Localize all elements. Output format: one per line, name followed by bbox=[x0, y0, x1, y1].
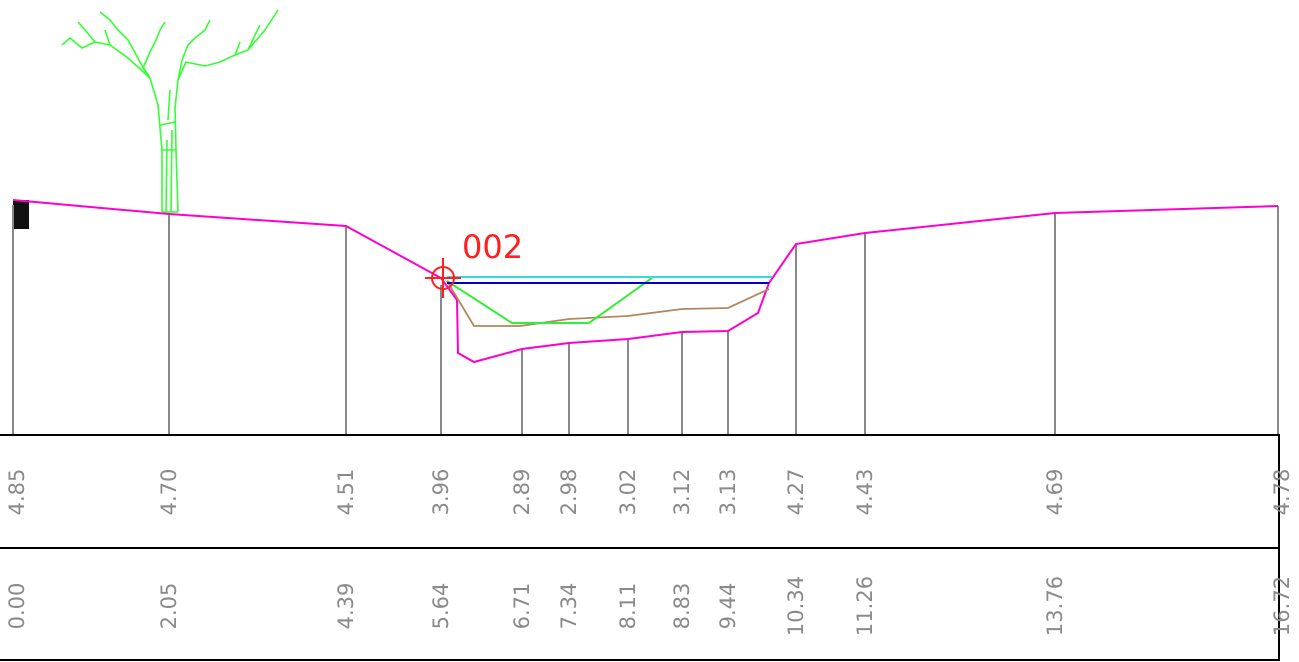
elevation-label: 4.78 bbox=[1270, 469, 1294, 516]
sediment-line bbox=[446, 280, 770, 327]
elevation-label: 4.85 bbox=[5, 469, 29, 516]
elevation-label: 3.13 bbox=[716, 469, 740, 516]
distance-label: 8.11 bbox=[616, 583, 640, 630]
marker-label: 002 bbox=[462, 228, 523, 266]
benchmark-block-icon bbox=[13, 200, 29, 229]
distance-label: 4.39 bbox=[334, 583, 358, 630]
distance-label: 2.05 bbox=[157, 583, 181, 630]
tree-icon bbox=[61, 9, 279, 213]
distance-label: 0.00 bbox=[5, 583, 29, 630]
elevation-row: 4.85 4.70 4.51 3.96 2.89 2.98 3.02 3.12 3.13 4.27… bbox=[5, 469, 1294, 516]
data-table bbox=[0, 434, 1280, 661]
distance-label: 13.76 bbox=[1043, 576, 1067, 636]
distance-label: 16.72 bbox=[1270, 576, 1294, 636]
elevation-label: 4.43 bbox=[853, 469, 877, 516]
ground-profile bbox=[12, 199, 1279, 364]
design-channel-line bbox=[446, 277, 653, 324]
elevation-label: 3.02 bbox=[616, 469, 640, 516]
elevation-label: 2.89 bbox=[510, 469, 534, 516]
distance-label: 6.71 bbox=[510, 583, 534, 630]
elevation-label: 4.27 bbox=[784, 469, 808, 516]
distance-label: 5.64 bbox=[429, 583, 453, 630]
elevation-label: 2.98 bbox=[557, 469, 581, 516]
distance-label: 8.83 bbox=[670, 583, 694, 630]
distance-label: 11.26 bbox=[853, 576, 877, 636]
distance-label: 7.34 bbox=[557, 583, 581, 630]
distance-row: 0.00 2.05 4.39 5.64 6.71 7.34 8.11 8.83 9.44 10.3… bbox=[5, 576, 1294, 636]
elevation-label: 3.12 bbox=[670, 469, 694, 516]
elevation-label: 4.70 bbox=[157, 469, 181, 516]
distance-label: 10.34 bbox=[784, 576, 808, 636]
station-lines bbox=[12, 205, 1279, 435]
elevation-label: 3.96 bbox=[429, 469, 453, 516]
elevation-label: 4.69 bbox=[1043, 469, 1067, 516]
elevation-label: 4.51 bbox=[334, 469, 358, 516]
distance-label: 9.44 bbox=[716, 583, 740, 630]
survey-marker-icon bbox=[425, 258, 461, 298]
